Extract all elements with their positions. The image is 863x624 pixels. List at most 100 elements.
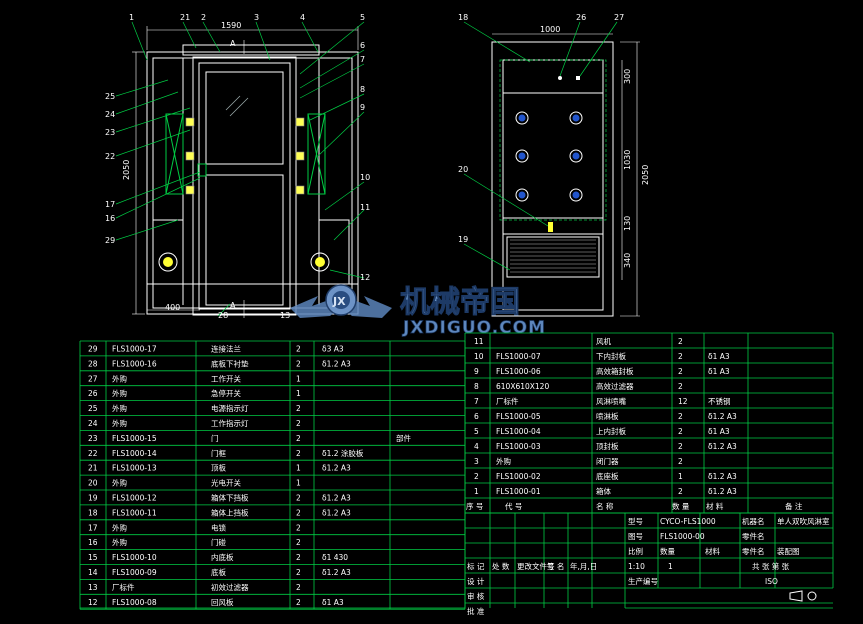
bom-row-qty: 12 xyxy=(678,397,688,406)
dim-right-top-width: 1000 xyxy=(540,25,560,34)
revision-header: 年,月,日 xyxy=(570,561,597,571)
side-nozzles xyxy=(515,76,583,232)
callout-22: 22 xyxy=(105,152,115,161)
logo-sub-text: JXDIGUO.COM xyxy=(402,318,546,338)
bom-row-name: 内底板 xyxy=(211,552,234,562)
bom-row-name: 连接法兰 xyxy=(211,344,241,354)
callout-5: 5 xyxy=(360,13,365,22)
bom-row-code: 厂标件 xyxy=(112,582,135,592)
bom-row-material: δ1 A3 xyxy=(708,352,730,361)
callout-18: 18 xyxy=(458,13,468,22)
bom-row-qty: 2 xyxy=(678,367,683,376)
bom-row-qty: 2 xyxy=(296,568,301,577)
bom-row-no: 11 xyxy=(474,337,484,346)
bom-row-no: 29 xyxy=(88,345,98,354)
bom-row-name: 回风板 xyxy=(211,597,234,607)
side-filters xyxy=(165,113,326,195)
sign-row-label: 批 准 xyxy=(467,606,485,616)
bom-row-code: 外购 xyxy=(112,478,127,488)
callout-7: 7 xyxy=(360,55,365,64)
bom-row-code: 外购 xyxy=(112,537,127,547)
callout-12: 12 xyxy=(360,273,370,282)
side-leaders xyxy=(463,21,618,271)
callout-4: 4 xyxy=(300,13,305,22)
dim-300: 300 xyxy=(623,69,632,84)
bom-row-material: 不锈钢 xyxy=(708,396,731,406)
bom-row-code: 外购 xyxy=(112,403,127,413)
dim-left-height: 2050 xyxy=(122,160,131,180)
side-dims xyxy=(492,33,640,317)
bom-row-name: 光电开关 xyxy=(211,478,241,488)
side-hidden-lines xyxy=(499,59,607,221)
bom-row-no: 16 xyxy=(88,538,98,547)
bom-row-qty: 2 xyxy=(296,359,301,368)
bom-row-code: FLS1000-17 xyxy=(112,345,157,354)
bom-row-name: 急停开关 xyxy=(211,388,241,398)
bom-row-code: FLS1000-14 xyxy=(112,449,157,458)
bom-row-qty: 2 xyxy=(296,404,301,413)
section-mark-bottom: A xyxy=(230,301,236,310)
bom-row-name: 门 xyxy=(211,434,219,443)
bom-row-code: FLS1000-06 xyxy=(496,367,541,376)
sign-row-label: 审 核 xyxy=(467,591,485,601)
bom-row-material: δ1.2 A3 xyxy=(322,568,351,577)
bom-row-qty: 2 xyxy=(296,583,301,592)
glass-reflection xyxy=(225,95,249,117)
bom-row-code: FLS1000-11 xyxy=(112,508,157,517)
bom-row-qty: 2 xyxy=(296,538,301,547)
front-dims xyxy=(132,26,359,318)
bom-row-code: FLS1000-16 xyxy=(112,359,157,368)
bom-row-name: 箱体下挡板 xyxy=(211,493,249,503)
bom-row-note: 部件 xyxy=(396,433,411,443)
bom-row-qty: 2 xyxy=(296,345,301,354)
bom-row-name: 下内封板 xyxy=(596,351,626,361)
bom-row-qty: 2 xyxy=(678,427,683,436)
bom-row-qty: 2 xyxy=(678,442,683,451)
side-labels: 1000 2050 300 1030 130 340 18 26 27 20 1… xyxy=(458,13,650,268)
return-air-grille xyxy=(510,239,596,273)
bom-row-material: δ1 A3 xyxy=(708,367,730,376)
bom-row-no: 7 xyxy=(474,397,479,406)
bom-row-qty: 2 xyxy=(678,457,683,466)
bom-row-no: 19 xyxy=(88,494,98,503)
label-model: 型号 xyxy=(628,517,643,526)
bom-row-name: 闭门器 xyxy=(596,457,619,466)
scale-value: 1:10 xyxy=(628,562,645,571)
bom-row-name: 工作开关 xyxy=(211,373,241,383)
bom-row-qty: 2 xyxy=(678,487,683,496)
sheets-value: 共 张 第 张 xyxy=(752,561,790,571)
bom-row-material: δ1 A3 xyxy=(708,427,730,436)
name-value: 单人双吹风淋室 xyxy=(777,516,830,526)
bom-header-cell: 序 号 xyxy=(466,501,483,511)
bom-row-name: 风淋喷嘴 xyxy=(596,396,626,406)
bom-row-qty: 1 xyxy=(678,472,683,481)
label-partname: 零件名 xyxy=(742,546,765,556)
bom-row-no: 5 xyxy=(474,427,479,436)
bom-row-qty: 2 xyxy=(296,508,301,517)
bom-row-code: FLS1000-02 xyxy=(496,472,541,481)
callout-26: 26 xyxy=(576,13,586,22)
bom-row-code: FLS1000-01 xyxy=(496,487,541,496)
bom-row-no: 8 xyxy=(474,382,479,391)
bom-row-qty: 2 xyxy=(296,598,301,607)
bom-row-qty: 1 xyxy=(296,374,301,383)
callout-2: 2 xyxy=(201,13,206,22)
callout-28: 28 xyxy=(218,311,228,320)
callout-21: 21 xyxy=(180,13,190,22)
bom-row-name: 箱体 xyxy=(596,486,611,496)
dim-right-height: 2050 xyxy=(641,165,650,185)
bom-row-code: FLS1000-05 xyxy=(496,412,541,421)
bom-row-no: 15 xyxy=(88,553,98,562)
front-labels: 1590 A A 400 2050 1 21 2 3 4 25 24 23 22… xyxy=(105,13,370,320)
callout-10: 10 xyxy=(360,173,370,182)
site-logo: JX 机械帝国 JXDIGUO.COM xyxy=(290,284,546,338)
label-scale: 比例 xyxy=(628,546,643,556)
revision-header: 签 名 xyxy=(547,561,564,571)
front-nozzles xyxy=(185,117,305,195)
bom-row-no: 27 xyxy=(88,374,98,383)
callout-6: 6 xyxy=(360,41,365,50)
bom-row-code: FLS1000-04 xyxy=(496,427,541,436)
dim-130: 130 xyxy=(623,216,632,231)
